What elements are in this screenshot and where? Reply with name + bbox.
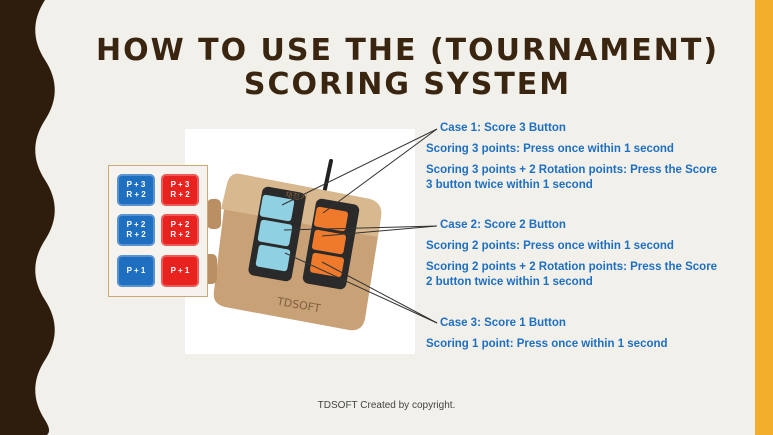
key-label: R + 2: [170, 190, 190, 199]
case-1-line-b: Scoring 3 points + 2 Rotation points: Pr…: [426, 164, 718, 191]
key-label: P + 1: [126, 266, 146, 275]
case-2-line-b: Scoring 2 points + 2 Rotation points: Pr…: [426, 261, 718, 288]
case-2-heading: Case 2: Score 2 Button: [440, 219, 566, 231]
key-label: P + 3: [170, 180, 190, 189]
case-3-heading: Case 3: Score 1 Button: [440, 317, 566, 329]
case-1-heading: Case 1: Score 3 Button: [440, 122, 566, 134]
key-label: P + 1: [170, 266, 190, 275]
key-label: R + 2: [126, 190, 146, 199]
blue-key-p1: P + 1: [117, 255, 155, 287]
key-label: R + 2: [170, 230, 190, 239]
gold-accent-bar: [755, 0, 773, 435]
key-label: R + 2: [126, 230, 146, 239]
case-3-line-a: Scoring 1 point: Press once within 1 sec…: [426, 338, 668, 350]
title-line-2: SCORING SYSTEM: [243, 67, 572, 102]
red-key-p3-r2: P + 3 R + 2: [161, 174, 199, 206]
red-key-p1: P + 1: [161, 255, 199, 287]
key-label: P + 3: [126, 180, 146, 189]
key-label: P + 2: [170, 220, 190, 229]
blue-key-p3-r2: P + 3 R + 2: [117, 174, 155, 206]
case-2-line-a: Scoring 2 points: Press once within 1 se…: [426, 240, 674, 252]
wave-border-decoration: [0, 0, 55, 435]
case-1-line-a: Scoring 3 points: Press once within 1 se…: [426, 143, 674, 155]
slide-title: HOW TO USE THE (TOURNAMENT) SCORING SYST…: [60, 34, 755, 102]
scoring-device-photo: TDSOFT 채점기: [185, 129, 415, 354]
copyright-footer: TDSOFT Created by copyright.: [317, 400, 456, 411]
title-line-1: HOW TO USE THE (TOURNAMENT): [95, 33, 720, 68]
key-label: P + 2: [126, 220, 146, 229]
blue-key-p2-r2: P + 2 R + 2: [117, 214, 155, 246]
red-key-p2-r2: P + 2 R + 2: [161, 214, 199, 246]
score-button-legend: P + 3 R + 2 P + 3 R + 2 P + 2 R + 2 P + …: [108, 165, 208, 297]
